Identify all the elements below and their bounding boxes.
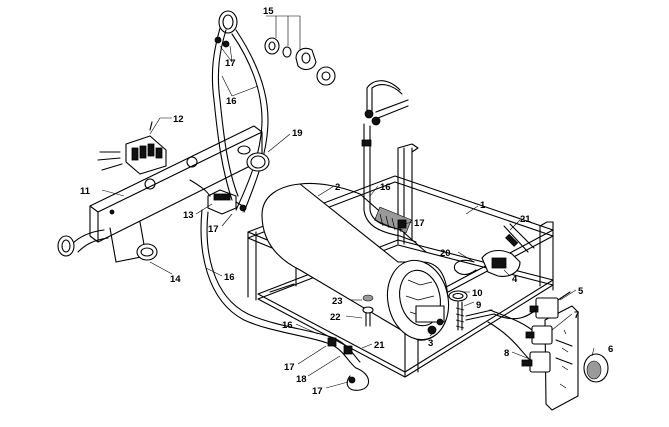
- callout-17-top: 17: [225, 58, 236, 69]
- fitting-kit: [264, 37, 336, 86]
- callout-17-lower-b: 17: [312, 386, 323, 397]
- callout-2: 2: [335, 182, 340, 193]
- leader-lines: [101, 15, 595, 389]
- gas-valve-assembly: [453, 223, 535, 277]
- callout-17-mid: 17: [208, 224, 219, 235]
- callout-15: 15: [263, 6, 274, 17]
- callout-10: 10: [472, 288, 483, 299]
- hose-loops-left: [211, 10, 269, 213]
- callout-5: 5: [578, 286, 584, 297]
- callout-19: 19: [292, 128, 303, 139]
- callout-16-top: 16: [226, 96, 237, 107]
- callout-21-lower: 21: [374, 340, 385, 351]
- callout-7: 7: [574, 310, 579, 321]
- callout-23: 23: [332, 296, 343, 307]
- tank-fitting: [397, 219, 417, 243]
- hose-assembly-lower: [200, 209, 374, 391]
- terminal-block: [97, 121, 167, 175]
- hose-assembly-top-right: [361, 80, 409, 237]
- gasket: [246, 152, 270, 172]
- callout-6: 6: [608, 344, 613, 355]
- callout-12: 12: [173, 114, 184, 125]
- callout-4: 4: [512, 274, 518, 285]
- callout-3: 3: [428, 338, 433, 349]
- callout-13: 13: [183, 210, 194, 221]
- callout-16-right: 16: [380, 182, 391, 193]
- callout-22: 22: [330, 312, 341, 323]
- callout-17-right: 17: [414, 218, 425, 229]
- manifold-valve: [189, 179, 247, 215]
- callout-16-lower: 16: [282, 320, 293, 331]
- callout-14: 14: [170, 274, 181, 285]
- control-bracket: [487, 291, 609, 411]
- callout-1: 1: [480, 200, 486, 211]
- callout-16-left: 16: [224, 272, 235, 283]
- callout-21-right: 21: [520, 214, 531, 225]
- callout-8: 8: [504, 348, 509, 359]
- callout-20: 20: [440, 248, 451, 259]
- callout-labels: 15 17 16 12 19 11 2 16 1 17 21 13 17 20 …: [80, 6, 613, 397]
- callout-9: 9: [476, 300, 481, 311]
- callout-18: 18: [296, 374, 307, 385]
- callout-11: 11: [80, 186, 91, 197]
- callout-17-lower-a: 17: [284, 362, 295, 373]
